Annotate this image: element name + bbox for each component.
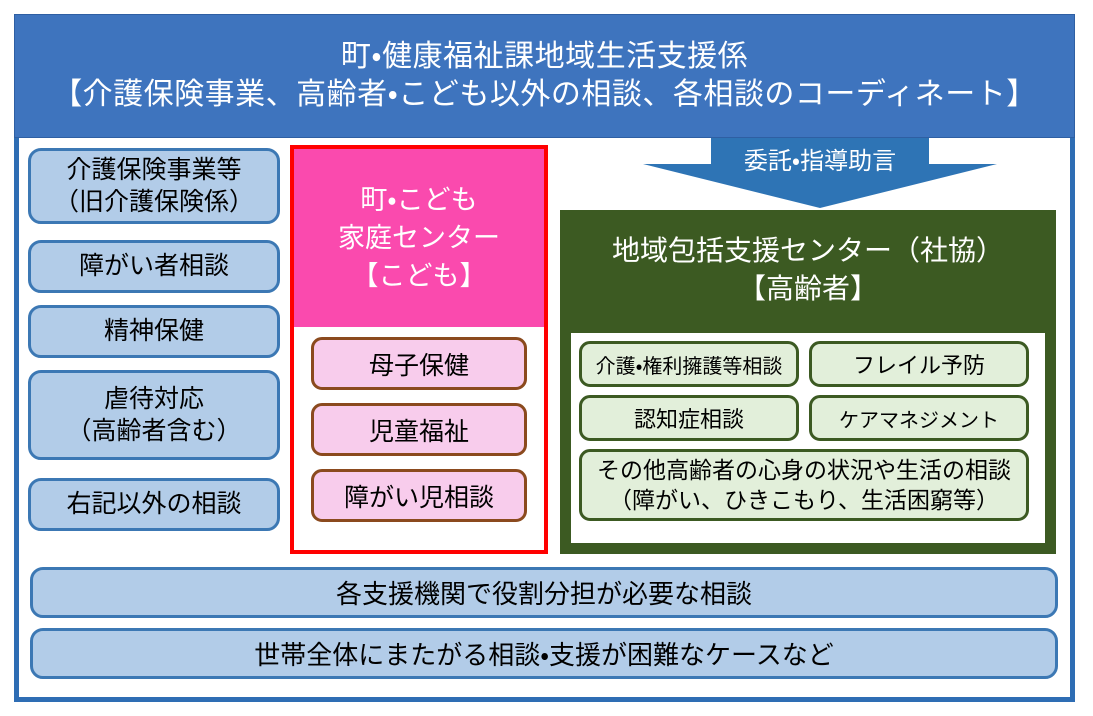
- koreisha-sub-box-label: 認知症相談: [633, 407, 744, 432]
- left-box-label-line1: 障がい者相談: [78, 252, 229, 281]
- right-column-koreisha: 地域包括支援センター（社協） 【高齢者】 介護・権利擁護等相談 フレイル予防 認…: [560, 210, 1056, 554]
- koreisha-sub-box-label: フレイル予防: [852, 353, 985, 378]
- bottom-bar-role-sharing[interactable]: 各支援機関で役割分担が必要な相談: [30, 567, 1058, 618]
- koreisha-sub-box-list: 介護・権利擁護等相談 フレイル予防 認知症相談 ケアマネジメント その他高齢者の…: [568, 330, 1048, 546]
- kodomo-center-title[interactable]: 町・こども 家庭センター 【こども】: [294, 149, 544, 327]
- chiiki-hokatsu-title-line1: 地域包括支援センター（社協）: [611, 235, 1004, 267]
- left-box-label-line1: 虐待対応: [103, 384, 204, 413]
- kodomo-center-title-line3: 【こども】: [351, 261, 487, 292]
- header-title-line1: 町・健康福祉課地域生活支援係: [340, 39, 749, 73]
- chiiki-hokatsu-title-line2: 【高齢者】: [737, 273, 878, 304]
- header-banner: 町・健康福祉課地域生活支援係 【介護保険事業、高齢者・こども以外の相談、各相談の…: [14, 14, 1075, 138]
- koreisha-sub-box-care-management[interactable]: ケアマネジメント: [809, 395, 1029, 441]
- left-box-label-line2: （旧介護保険係）: [53, 188, 254, 216]
- koreisha-sub-box-kaigo-kenri[interactable]: 介護・権利擁護等相談: [579, 341, 799, 387]
- bottom-bar-household-wide[interactable]: 世帯全体にまたがる相談・支援が困難なケースなど: [30, 628, 1058, 679]
- left-box-other-sodan[interactable]: 右記以外の相談: [28, 478, 280, 531]
- header-title-line2: 【介護保険事業、高齢者・こども以外の相談、各相談のコーディネート】: [52, 78, 1037, 111]
- left-box-label-line1: 右記以外の相談: [66, 490, 242, 519]
- kodomo-sub-box-jido-fukushi[interactable]: 児童福祉: [311, 403, 527, 456]
- chiiki-hokatsu-center-title[interactable]: 地域包括支援センター（社協） 【高齢者】: [560, 210, 1056, 330]
- left-box-label-line1: 精神保健: [103, 317, 204, 346]
- left-box-gyakutai-taio[interactable]: 虐待対応 （高齢者含む）: [28, 370, 280, 460]
- left-box-seishin-hoken[interactable]: 精神保健: [28, 305, 280, 358]
- delegation-arrow: 委託・指導助言: [643, 138, 997, 208]
- left-box-label-line2: （高齢者含む）: [66, 417, 242, 445]
- koreisha-sub-box-label-line2: （障がい、ひきこもり、生活困窮等）: [608, 487, 1000, 513]
- left-box-label-line1: 介護保険事業等: [66, 155, 242, 184]
- arrow-down-icon: [643, 138, 997, 208]
- koreisha-sub-box-label: ケアマネジメント: [839, 409, 999, 432]
- kodomo-sub-box-list: 母子保健 児童福祉 障がい児相談: [294, 327, 544, 550]
- kodomo-sub-box-shogaiji-sodan[interactable]: 障がい児相談: [311, 469, 527, 522]
- kodomo-sub-box-boshi-hoken[interactable]: 母子保健: [311, 337, 527, 390]
- kodomo-center-title-line1: 町・こども: [360, 184, 478, 215]
- koreisha-sub-box-label: 介護・権利擁護等相談: [595, 355, 783, 378]
- kodomo-center-title-line2: 家庭センター: [338, 222, 500, 253]
- koreisha-sub-box-label-line1: その他高齢者の心身の状況や生活の相談: [597, 456, 1011, 483]
- left-box-kaigo-hoken[interactable]: 介護保険事業等 （旧介護保険係）: [28, 148, 280, 224]
- koreisha-sub-box-frail-yobo[interactable]: フレイル予防: [809, 341, 1029, 387]
- koreisha-sub-box-sonota-sodan[interactable]: その他高齢者の心身の状況や生活の相談 （障がい、ひきこもり、生活困窮等）: [579, 449, 1029, 521]
- koreisha-sub-box-ninchisho-sodan[interactable]: 認知症相談: [579, 395, 799, 441]
- left-box-shogaisha-sodan[interactable]: 障がい者相談: [28, 240, 280, 293]
- center-column-kodomo: 町・こども 家庭センター 【こども】 母子保健 児童福祉 障がい児相談: [290, 145, 548, 554]
